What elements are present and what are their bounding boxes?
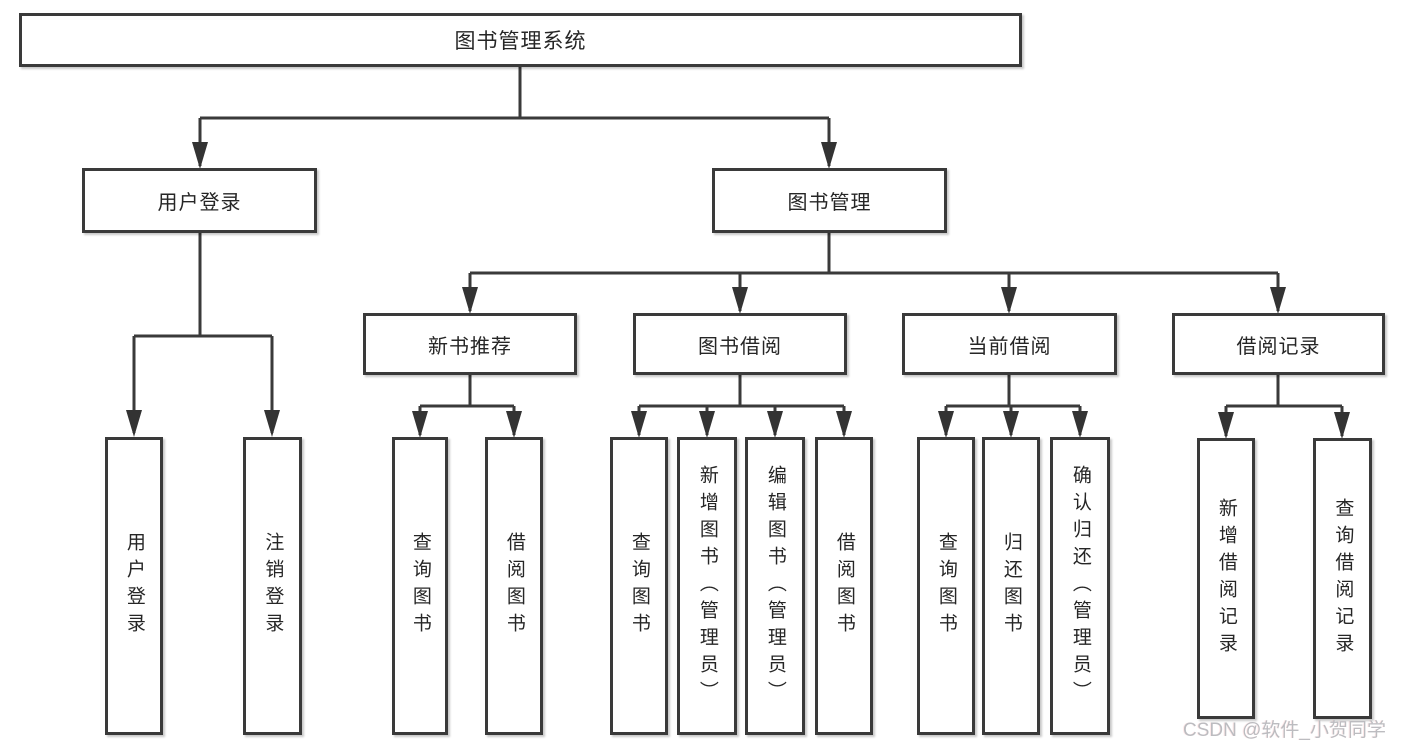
- node-book-management: 图书管理: [712, 168, 947, 233]
- leaf-label: 新增借阅记录: [1215, 497, 1237, 660]
- leaf-label: 确认归还（管理员）: [1069, 464, 1091, 708]
- node-user-login: 用户登录: [82, 168, 317, 233]
- leaf-label: 新增图书（管理员）: [696, 464, 718, 708]
- leaf-borrowing-add-books-admin: 新增图书（管理员）: [677, 437, 737, 735]
- leaf-label: 借阅图书: [503, 532, 525, 640]
- leaf-borrowing-borrow-books: 借阅图书: [815, 437, 873, 735]
- node-library-system: 图书管理系统: [19, 13, 1022, 67]
- leaf-records-query-record: 查询借阅记录: [1313, 438, 1372, 719]
- leaf-label: 查询图书: [935, 532, 957, 640]
- node-new-book-recommend: 新书推荐: [363, 313, 577, 375]
- watermark: CSDN @软件_小贺同学: [1183, 720, 1386, 741]
- leaf-label: 归还图书: [1000, 532, 1022, 640]
- leaf-records-add-record: 新增借阅记录: [1197, 438, 1255, 719]
- leaf-current-query-books: 查询图书: [917, 437, 975, 735]
- node-current-borrowing: 当前借阅: [902, 313, 1117, 375]
- leaf-current-return-books: 归还图书: [982, 437, 1040, 735]
- leaf-label: 用户登录: [123, 532, 145, 640]
- leaf-label: 查询图书: [409, 532, 431, 640]
- leaf-newbook-borrow-books: 借阅图书: [485, 437, 543, 735]
- leaf-label: 查询借阅记录: [1332, 497, 1354, 660]
- leaf-borrowing-query-books: 查询图书: [610, 437, 668, 735]
- leaf-borrowing-edit-books-admin: 编辑图书（管理员）: [745, 437, 805, 735]
- node-borrowing-records: 借阅记录: [1172, 313, 1385, 375]
- leaf-user-login: 用户登录: [105, 437, 163, 735]
- node-book-borrowing: 图书借阅: [633, 313, 847, 375]
- leaf-newbook-query-books: 查询图书: [392, 437, 448, 735]
- leaf-label: 注销登录: [262, 532, 284, 640]
- leaf-current-confirm-return-admin: 确认归还（管理员）: [1050, 437, 1110, 735]
- leaf-label: 借阅图书: [833, 532, 855, 640]
- leaf-logout: 注销登录: [243, 437, 302, 735]
- leaf-label: 编辑图书（管理员）: [764, 464, 786, 708]
- leaf-label: 查询图书: [628, 532, 650, 640]
